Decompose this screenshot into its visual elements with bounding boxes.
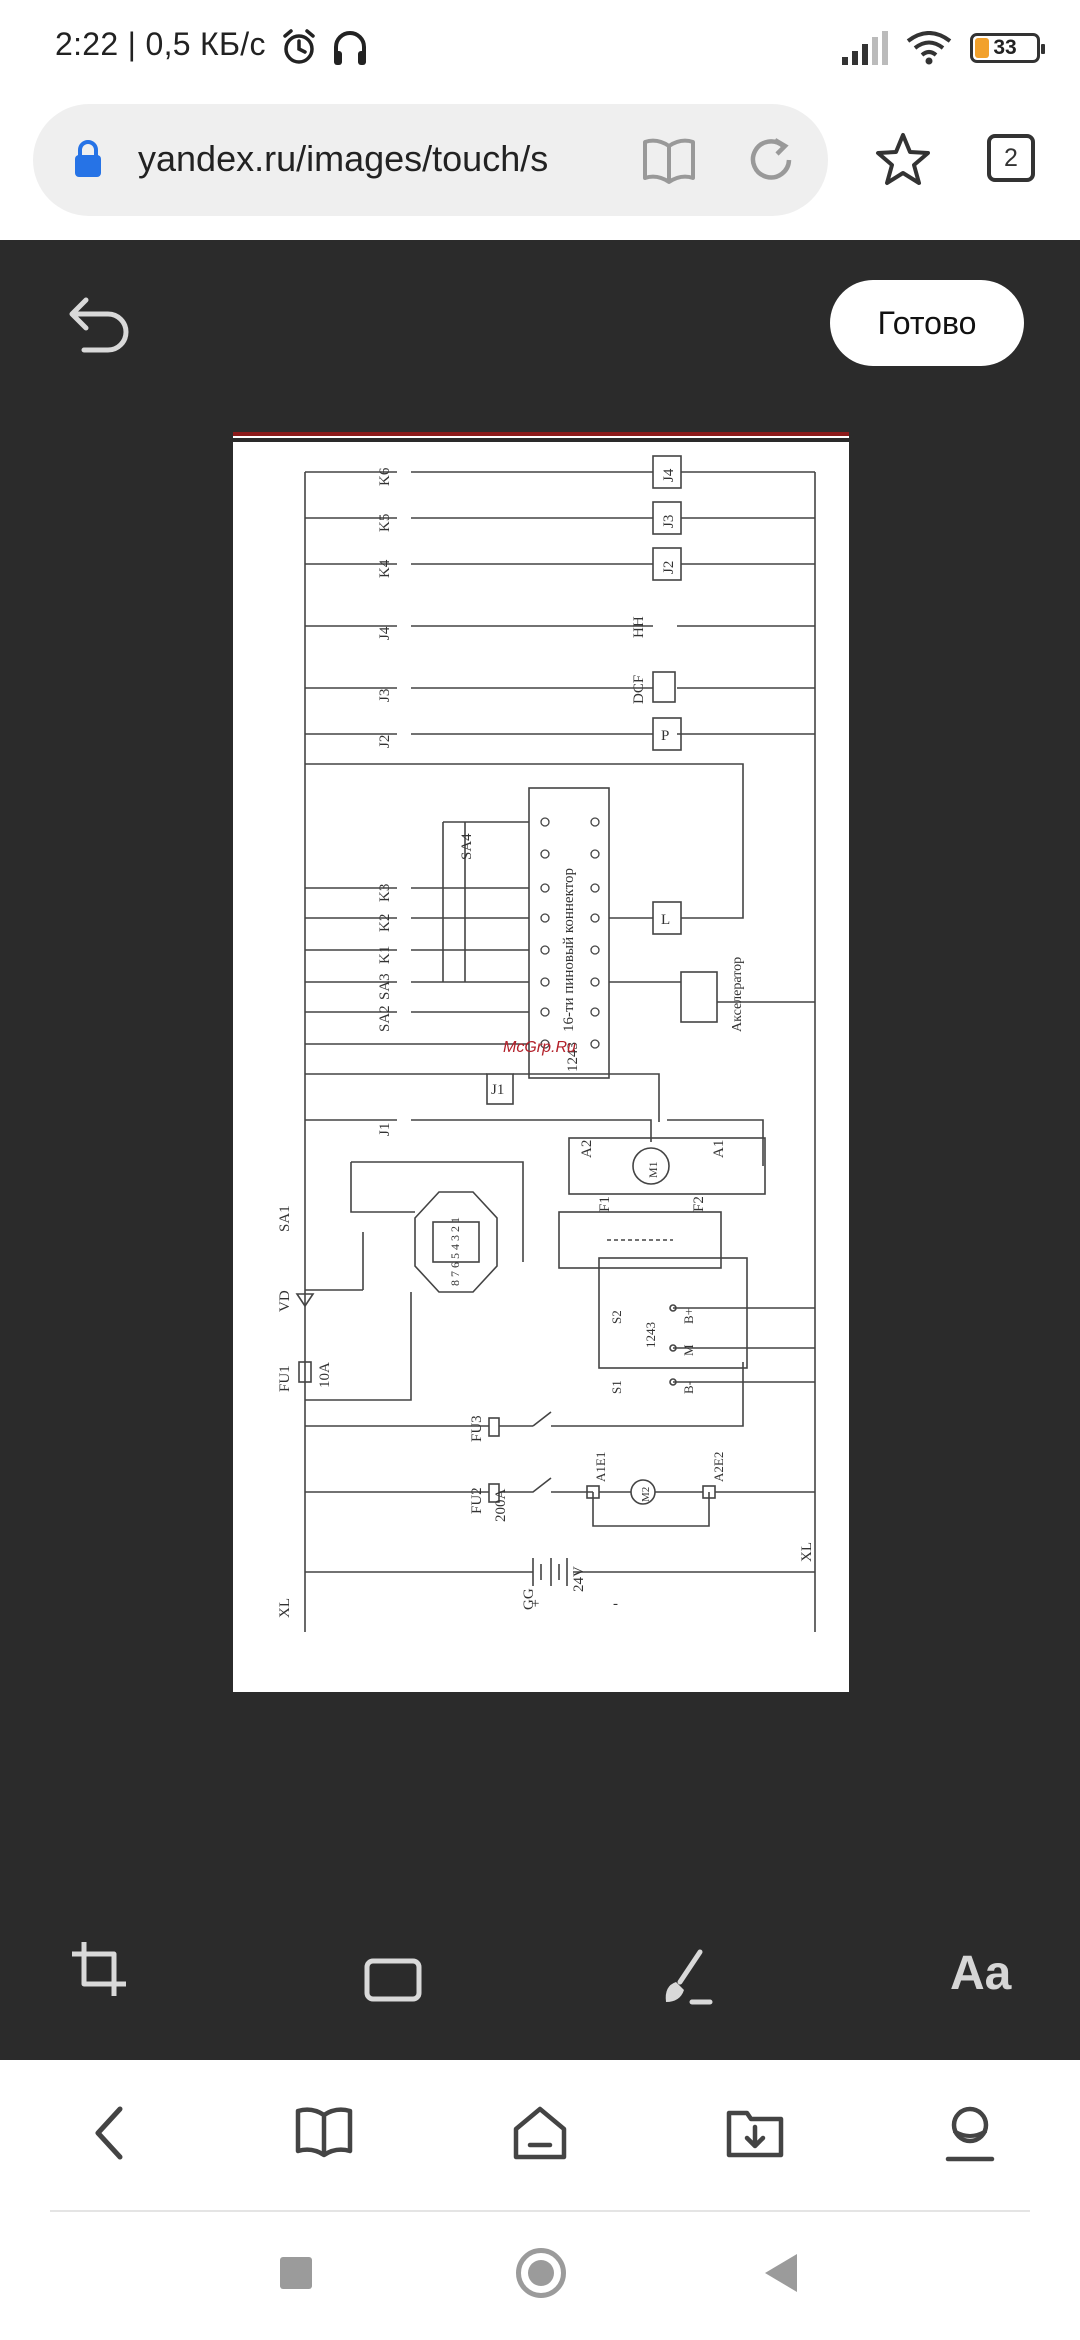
- back-button[interactable]: [765, 2254, 797, 2292]
- contactor-coil-label: L: [661, 912, 670, 928]
- nav-divider: [50, 2210, 1030, 2212]
- bookmarks-book-icon[interactable]: [294, 2105, 354, 2159]
- fuse2-label: FU2: [469, 1487, 485, 1514]
- frame-icon[interactable]: [364, 1958, 422, 2002]
- terminal-f1: F1: [597, 1196, 613, 1212]
- switch-label-k2: K2: [377, 914, 393, 932]
- relay-label-k6: K6: [377, 467, 393, 486]
- cellular-signal-icon: [842, 31, 888, 65]
- switch-label-sa4: SA4: [459, 833, 475, 860]
- terminal-a2e2: A2E2: [711, 1452, 726, 1482]
- terminal-s1: S1: [609, 1380, 624, 1394]
- status-indicators: 33: [840, 28, 1045, 68]
- terminal-f2: F2: [691, 1196, 707, 1212]
- terminal-b-minus: B-: [681, 1381, 696, 1394]
- terminal-a1e1: A1E1: [593, 1452, 608, 1482]
- browser-toolbar: yandex.ru/images/touch/s 2: [0, 96, 1080, 240]
- switch-label-sa3: SA3: [377, 973, 393, 1000]
- recents-button[interactable]: [280, 2257, 312, 2289]
- switch-label-sa2: SA2: [377, 1005, 393, 1032]
- wiring-diagram: K6 K5 K4 J4 J3 J2 J4 J3 J2 HH DCF P L K3…: [233, 432, 849, 1632]
- alarm-icon: [283, 29, 315, 64]
- valve-label: DCF: [631, 675, 647, 704]
- terminal-m: M: [681, 1344, 696, 1356]
- terminal-a2: A2: [579, 1140, 595, 1158]
- brush-icon[interactable]: [660, 1948, 716, 2008]
- motor-m2-label: M2: [640, 1487, 652, 1502]
- coil-label-j3: J3: [661, 515, 677, 528]
- battery-label: GG: [521, 1588, 537, 1610]
- horn-label: HH: [631, 616, 647, 638]
- relay-label-k4: K4: [377, 559, 393, 578]
- relay-pin-numbers: 8 7 6 5 4 3 2 1: [448, 1217, 462, 1286]
- coil-label-j4: J4: [661, 468, 677, 482]
- accelerator-label: Акселератор: [730, 957, 745, 1032]
- relay-label-j3: J3: [377, 689, 393, 702]
- terminal-b-plus: B+: [681, 1308, 696, 1324]
- fuse1-rating: 10A: [317, 1362, 333, 1388]
- controller-label: 1243: [565, 1042, 581, 1072]
- lock-icon: [75, 140, 101, 177]
- home-button[interactable]: [516, 2248, 566, 2298]
- watermark: McGrp.Ru: [503, 1039, 576, 1056]
- fuse2-rating: 200A: [493, 1489, 509, 1523]
- browser-nav-bar: [0, 2060, 1080, 2212]
- system-navigation-bar: [0, 2212, 1080, 2340]
- motor-m1-label: M1: [646, 1161, 660, 1178]
- undo-icon[interactable]: [68, 296, 132, 356]
- diode-label: VD: [277, 1290, 293, 1312]
- switch-label-sa1: SA1: [277, 1205, 293, 1232]
- status-bar: 2:22 | 0,5 КБ/с 33: [0, 0, 1080, 96]
- text-tool-button[interactable]: Aa: [950, 1947, 1012, 2000]
- tabs-count: 2: [1004, 143, 1018, 172]
- terminal-s2: S2: [609, 1310, 624, 1324]
- relay-label-j4: J4: [377, 626, 393, 640]
- fuse3-label: FU3: [469, 1415, 485, 1442]
- relay-label-j2: J2: [377, 735, 393, 748]
- bookmark-star-icon[interactable]: [875, 132, 931, 186]
- done-button[interactable]: Готово: [830, 280, 1024, 366]
- coil-label-j2: J2: [661, 561, 677, 574]
- relay-j1-label: J1: [491, 1082, 504, 1098]
- battery-voltage: 24V: [571, 1566, 587, 1592]
- url-text[interactable]: yandex.ru/images/touch/s: [138, 138, 549, 179]
- wifi-icon: [906, 31, 952, 65]
- connector-label: 16-ти пиновый коннектор: [561, 868, 577, 1032]
- battery-indicator: 33: [970, 33, 1045, 63]
- switch-label-j1: J1: [377, 1123, 393, 1136]
- terminal-a1: A1: [711, 1140, 727, 1158]
- fuse1-label: FU1: [277, 1365, 293, 1392]
- battery-level: 33: [993, 36, 1017, 59]
- switch-label-k3: K3: [377, 884, 393, 902]
- controller-label-2: 1243: [643, 1322, 658, 1348]
- battery-plus: +: [531, 1596, 539, 1612]
- address-bar[interactable]: yandex.ru/images/touch/s: [33, 104, 828, 216]
- switch-label-k1: K1: [377, 946, 393, 964]
- crop-icon[interactable]: [70, 1940, 128, 1998]
- battery-minus: -: [613, 1596, 618, 1612]
- headphones-icon: [334, 31, 366, 65]
- pump-coil-label: P: [661, 728, 669, 744]
- home-icon[interactable]: [510, 2105, 570, 2161]
- image-editor: Готово: [0, 240, 1080, 2060]
- back-arrow-icon[interactable]: [92, 2105, 128, 2161]
- downloads-icon[interactable]: [725, 2105, 785, 2159]
- schematic-image: K6 K5 K4 J4 J3 J2 J4 J3 J2 HH DCF P L K3…: [233, 432, 849, 1692]
- reader-mode-icon[interactable]: [641, 134, 697, 186]
- connector-xl-right: XL: [799, 1542, 815, 1562]
- reload-icon[interactable]: [745, 134, 797, 186]
- tabs-counter-button[interactable]: 2: [987, 134, 1035, 182]
- relay-label-k5: K5: [377, 514, 393, 532]
- status-time: 2:22 | 0,5 КБ/с: [55, 26, 266, 62]
- connector-xl-left: XL: [277, 1598, 293, 1618]
- profile-icon[interactable]: [942, 2105, 998, 2163]
